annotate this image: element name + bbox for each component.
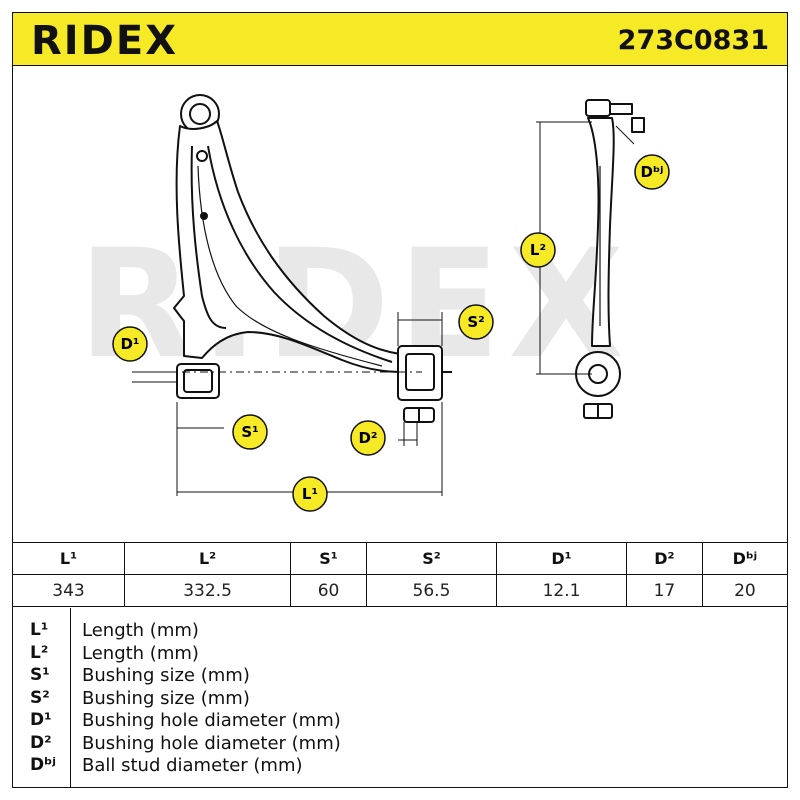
legend-description: Bushing size (mm) bbox=[82, 688, 250, 709]
table-header: D² bbox=[626, 542, 703, 575]
legend-row: S² Bushing size (mm) bbox=[12, 688, 788, 710]
legend-description: Bushing hole diameter (mm) bbox=[82, 710, 341, 731]
table-cell: 56.5 bbox=[365, 574, 497, 607]
legend-divider bbox=[70, 608, 71, 788]
legend-row: Dᵇʲ Ball stud diameter (mm) bbox=[12, 755, 788, 777]
table-cell: 12.1 bbox=[495, 574, 628, 607]
callout-l2: L² bbox=[520, 232, 556, 268]
svg-text:L²: L² bbox=[530, 241, 546, 259]
legend-description: Bushing hole diameter (mm) bbox=[82, 733, 341, 754]
control-arm-diagram: RIDEX bbox=[78, 94, 670, 512]
table-cell: 343 bbox=[12, 574, 125, 607]
legend-row: D² Bushing hole diameter (mm) bbox=[12, 733, 788, 755]
svg-text:D¹: D¹ bbox=[120, 335, 139, 353]
legend-row: S¹ Bushing size (mm) bbox=[12, 665, 788, 687]
legend-symbol: S² bbox=[30, 688, 50, 708]
legend-row: L² Length (mm) bbox=[12, 643, 788, 665]
control-arm-front-view bbox=[173, 94, 452, 423]
header-bar: RIDEX 273C0831 bbox=[12, 12, 788, 66]
table-header: L² bbox=[123, 542, 292, 575]
legend-symbol: Dᵇʲ bbox=[30, 755, 56, 775]
dimension-table-value-row: 343 332.5 60 56.5 12.1 17 20 bbox=[12, 574, 789, 607]
callout-d2: D² bbox=[350, 420, 386, 456]
callout-s2: S² bbox=[458, 304, 494, 340]
diagram-frame bbox=[12, 66, 788, 788]
legend-row: D¹ Bushing hole diameter (mm) bbox=[12, 710, 788, 732]
brand-logo: RIDEX bbox=[31, 18, 179, 64]
svg-text:Dᵇʲ: Dᵇʲ bbox=[641, 163, 664, 181]
table-header: D¹ bbox=[495, 542, 628, 575]
dimension-table: L¹ L² S¹ S² D¹ D² Dᵇʲ 343 332.5 60 56.5 … bbox=[12, 542, 789, 607]
legend-description: Length (mm) bbox=[82, 643, 199, 664]
table-cell: 20 bbox=[701, 574, 789, 607]
svg-text:S¹: S¹ bbox=[241, 423, 258, 441]
legend-symbol: S¹ bbox=[30, 665, 50, 685]
control-arm-side-view bbox=[575, 99, 645, 419]
table-header: L¹ bbox=[12, 542, 125, 575]
callout-l1: L¹ bbox=[292, 476, 328, 512]
dimension-table-header-row: L¹ L² S¹ S² D¹ D² Dᵇʲ bbox=[12, 542, 789, 575]
table-cell: 60 bbox=[290, 574, 367, 607]
legend-symbol: L² bbox=[30, 643, 49, 663]
part-number: 273C0831 bbox=[617, 25, 769, 56]
table-header: Dᵇʲ bbox=[701, 542, 789, 575]
svg-text:D²: D² bbox=[358, 429, 377, 447]
legend: L¹ Length (mm) L² Length (mm) S¹ Bushing… bbox=[12, 608, 788, 788]
table-header: S² bbox=[365, 542, 497, 575]
svg-text:L¹: L¹ bbox=[302, 485, 318, 503]
table-header: S¹ bbox=[290, 542, 367, 575]
svg-text:S²: S² bbox=[467, 313, 484, 331]
legend-symbol: L¹ bbox=[30, 620, 49, 640]
table-cell: 332.5 bbox=[123, 574, 292, 607]
legend-symbol: D² bbox=[30, 733, 52, 753]
callout-dbj: Dᵇʲ bbox=[634, 154, 670, 190]
callout-d1: D¹ bbox=[112, 326, 148, 362]
legend-description: Length (mm) bbox=[82, 620, 199, 641]
legend-description: Ball stud diameter (mm) bbox=[82, 755, 303, 776]
legend-description: Bushing size (mm) bbox=[82, 665, 250, 686]
legend-symbol: D¹ bbox=[30, 710, 52, 730]
table-cell: 17 bbox=[626, 574, 703, 607]
callout-s1: S¹ bbox=[232, 414, 268, 450]
legend-row: L¹ Length (mm) bbox=[12, 620, 788, 642]
